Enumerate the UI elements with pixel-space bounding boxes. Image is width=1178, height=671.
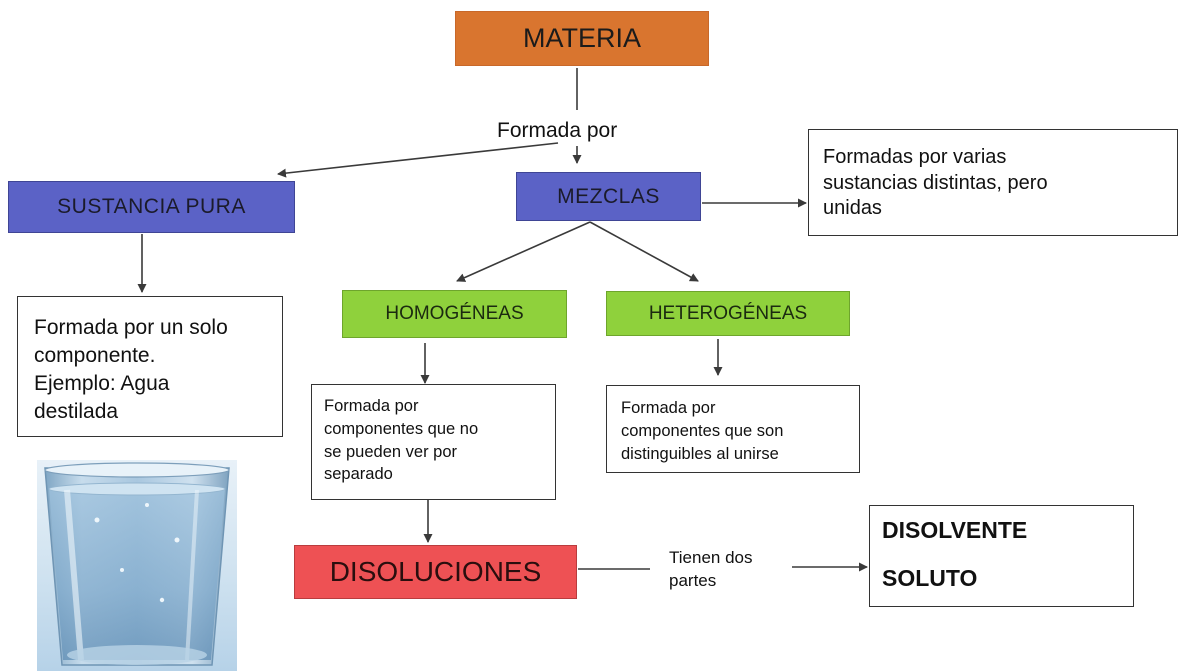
node-mezclas-label: MEZCLAS <box>557 184 660 208</box>
note-homogeneas-line: separado <box>324 465 393 484</box>
note-mezclas: Formadas por varias sustancias distintas… <box>808 129 1178 236</box>
node-disoluciones-label: DISOLUCIONES <box>329 556 542 587</box>
note-mezclas-line: unidas <box>823 197 882 220</box>
note-sustancia-line: Formada por un solo <box>34 316 228 339</box>
note-homogeneas-line: componentes que no <box>324 419 479 438</box>
note-sustancia-line: destilada <box>34 399 119 423</box>
edge-label-line: partes <box>669 570 717 590</box>
note-heterogeneas-line: componentes que son <box>621 421 784 440</box>
node-sustancia-pura: SUSTANCIA PURA <box>8 181 295 233</box>
note-heterogeneas-line: Formada por <box>621 399 716 417</box>
note-homogeneas-line: Formada por <box>324 397 419 415</box>
note-homogeneas-line: se pueden ver por <box>324 442 458 461</box>
node-materia-label: MATERIA <box>522 23 641 53</box>
glass-of-water-image <box>37 460 237 671</box>
note-heterogeneas-line: distinguibles al unirse <box>621 444 779 463</box>
edge-mezclas-to-heterogeneas <box>589 221 699 282</box>
note-mezclas-line: sustancias distintas, pero <box>823 171 1048 194</box>
node-partes: DISOLVENTE SOLUTO <box>869 505 1134 607</box>
edge-label-formada-por: Formada por <box>497 119 618 142</box>
node-heterogeneas: HETEROGÉNEAS <box>606 291 850 336</box>
edge-label-to-sustancia-pura <box>277 142 559 178</box>
edge-label-line: Tienen dos <box>669 548 753 567</box>
note-sustancia-pura: Formada por un solo componente. Ejemplo:… <box>17 296 283 437</box>
node-disoluciones: DISOLUCIONES <box>294 545 577 599</box>
node-heterogeneas-label: HETEROGÉNEAS <box>648 302 808 324</box>
note-homogeneas: Formada por componentes que no se pueden… <box>311 384 556 500</box>
node-homogeneas-label: HOMOGÉNEAS <box>385 303 524 324</box>
note-sustancia-line: Ejemplo: Agua <box>34 371 170 395</box>
glass-of-water-icon <box>44 462 230 666</box>
note-mezclas-line: Formadas por varias <box>823 146 1007 168</box>
node-sustancia-pura-label: SUSTANCIA PURA <box>57 195 246 218</box>
node-homogeneas: HOMOGÉNEAS <box>342 290 567 338</box>
edge-label-tienen-dos-partes: Tienen dos partes <box>669 547 752 593</box>
edge-mezclas-to-homogeneas <box>456 221 591 282</box>
node-mezclas: MEZCLAS <box>516 172 701 221</box>
node-materia: MATERIA <box>455 11 709 66</box>
node-disolvente-label: DISOLVENTE <box>882 517 1028 543</box>
note-heterogeneas: Formada por componentes que son distingu… <box>606 385 860 473</box>
node-soluto-label: SOLUTO <box>882 565 978 591</box>
note-sustancia-line: componente. <box>34 343 156 367</box>
